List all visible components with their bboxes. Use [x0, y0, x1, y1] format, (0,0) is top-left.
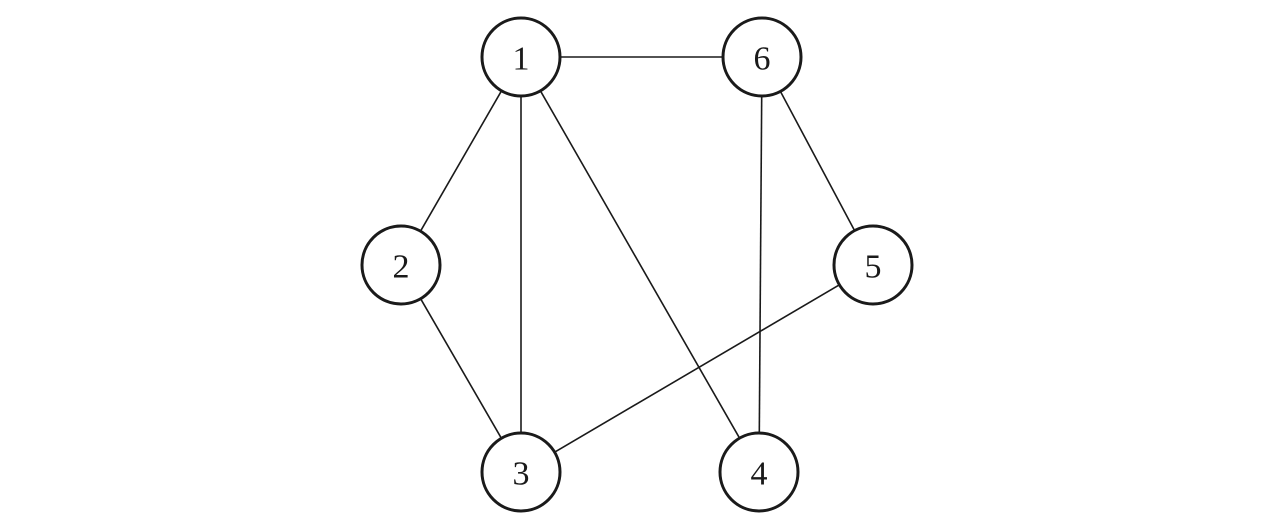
node-4-label: 4: [751, 456, 768, 493]
edge-1-4: [539, 90, 741, 439]
edge-1-2: [419, 90, 503, 232]
edges-layer: [419, 56, 856, 453]
node-2: 2: [360, 224, 442, 306]
edge-6-4: [758, 95, 763, 434]
node-1-label: 1: [513, 41, 530, 78]
node-3-label: 3: [513, 456, 530, 493]
node-6: 6: [721, 16, 803, 98]
node-6-label: 6: [754, 41, 771, 78]
node-3: 3: [480, 431, 562, 513]
node-6-circle: [721, 16, 803, 98]
node-4: 4: [718, 431, 800, 513]
edge-6-5: [779, 91, 856, 231]
node-3-circle: [480, 431, 562, 513]
node-5-circle: [832, 224, 914, 306]
node-2-label: 2: [393, 249, 410, 286]
node-2-circle: [360, 224, 442, 306]
node-5-label: 5: [865, 249, 882, 286]
node-4-circle: [718, 431, 800, 513]
node-1: 1: [480, 16, 562, 98]
edge-2-3: [419, 298, 503, 439]
edge-5-3: [554, 284, 840, 453]
node-1-circle: [480, 16, 562, 98]
node-5: 5: [832, 224, 914, 306]
